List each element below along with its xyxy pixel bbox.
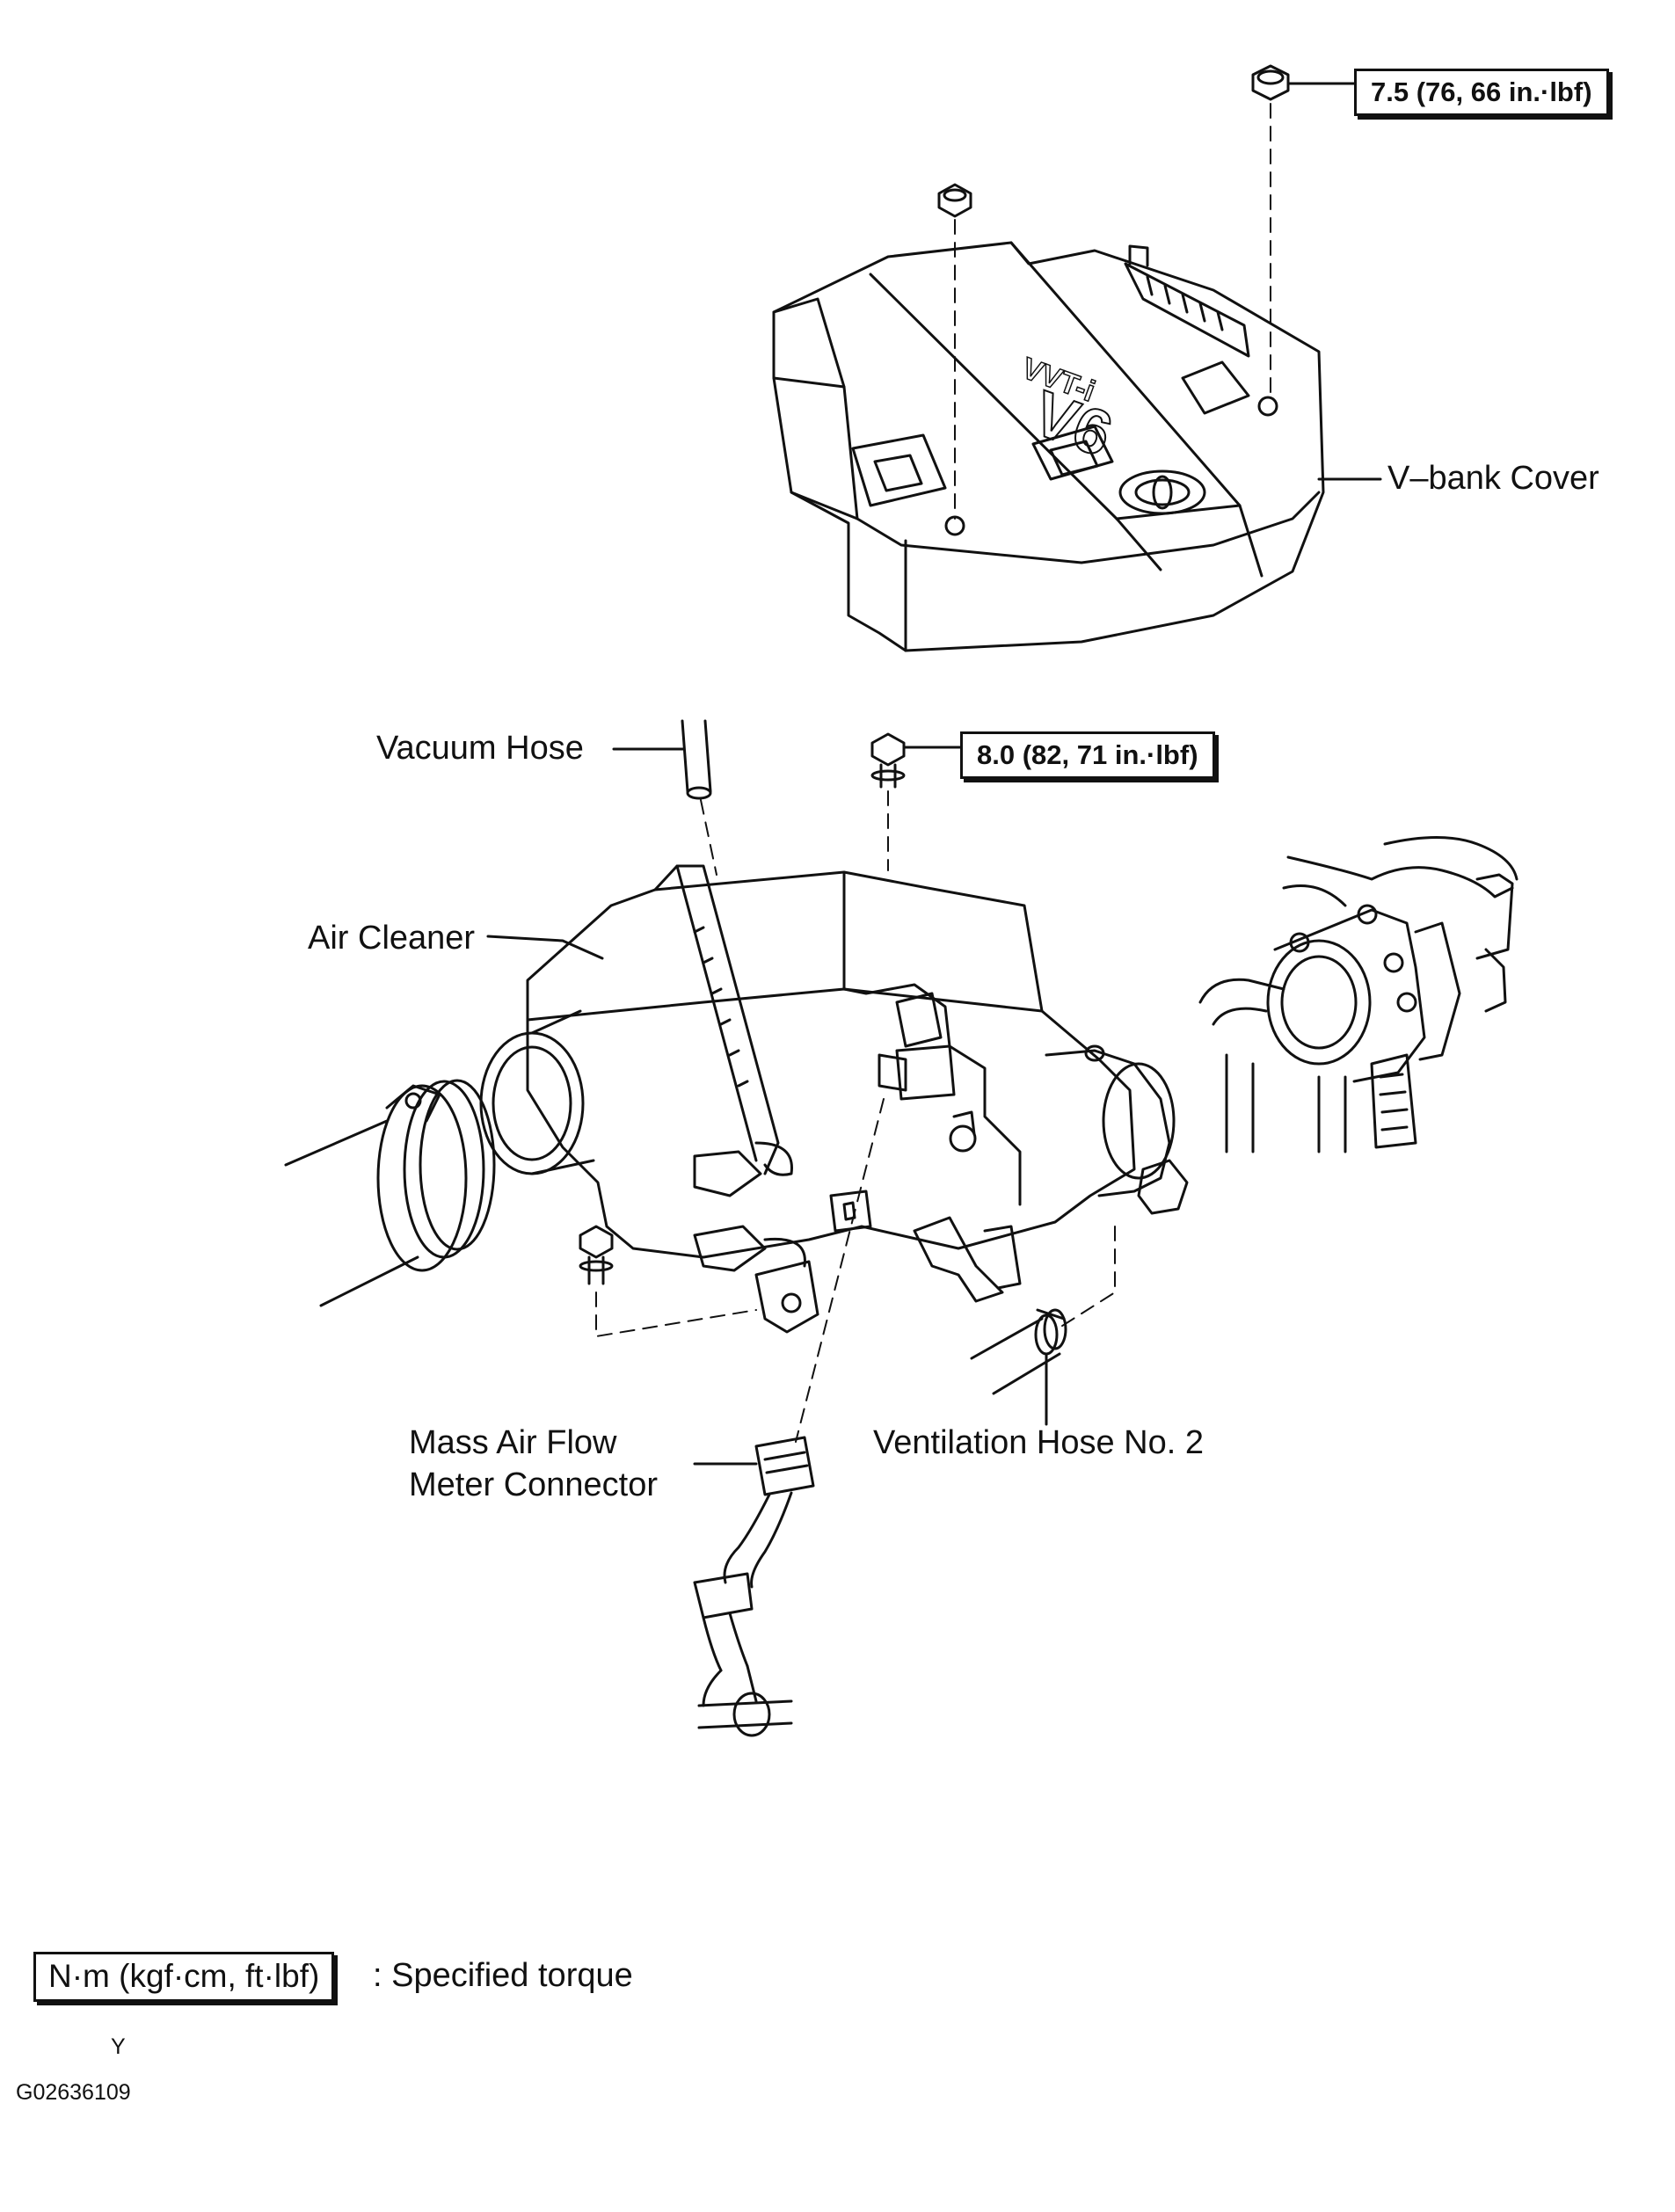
vacuum-hose-part: [681, 719, 712, 800]
maf-connector-part: [693, 1436, 815, 1737]
v-bank-cover-part: [772, 241, 1325, 652]
legend-description: : Specified torque: [373, 1957, 633, 1994]
legend-unit-box: N·m (kgf·cm, ft·lbf): [33, 1952, 335, 2002]
cover-nut-right: [1251, 64, 1290, 101]
label-maf-connector-line1: Mass Air Flow: [409, 1424, 617, 1461]
label-ventilation-hose: Ventilation Hose No. 2: [873, 1424, 1205, 1461]
air-cleaner-leader: [486, 935, 604, 960]
footer-figure-id: G02636109: [16, 2080, 131, 2105]
label-air-cleaner: Air Cleaner: [308, 920, 476, 957]
air-cleaner-bolt-top: [870, 732, 906, 789]
label-maf-connector-line2: Meter Connector: [409, 1466, 659, 1503]
torque-callout-cover-nut: 7.5 (76, 66 in.·lbf): [1354, 69, 1609, 116]
intake-hose-part: [284, 1079, 496, 1307]
cover-nut-center: [937, 183, 972, 218]
label-vacuum-hose: Vacuum Hose: [376, 730, 584, 767]
throttle-body-part: [1198, 836, 1518, 1153]
ventilation-hose-part: [970, 1308, 1067, 1395]
torque-callout-air-cleaner-bolt: 8.0 (82, 71 in.·lbf): [960, 731, 1215, 779]
air-cleaner-bolt-lower: [579, 1225, 614, 1285]
air-cleaner-part: [479, 864, 1189, 1334]
label-v-bank-cover: V–bank Cover: [1387, 460, 1599, 497]
footer-code-letter: Y: [111, 2034, 126, 2059]
